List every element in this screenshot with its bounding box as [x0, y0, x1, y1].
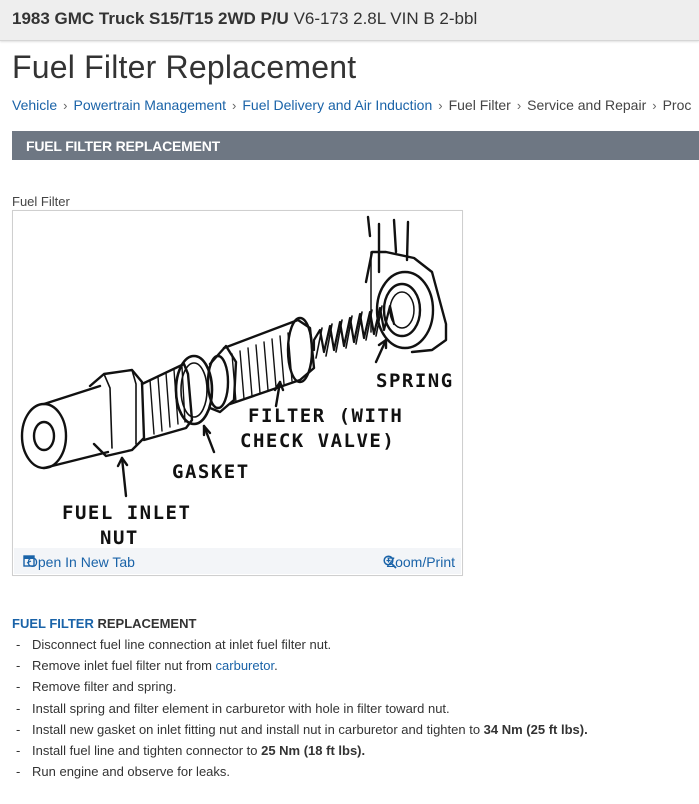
chevron-right-icon: › — [652, 98, 657, 113]
instructions-heading-text: REPLACEMENT — [93, 616, 197, 631]
label-nut-line2: NUT — [100, 527, 139, 548]
label-nut-line1: FUEL INLET — [62, 502, 191, 524]
instruction-step: -Disconnect fuel line connection at inle… — [12, 637, 588, 658]
section-header: FUEL FILTER REPLACEMENT — [12, 131, 699, 160]
instruction-steps: -Disconnect fuel line connection at inle… — [12, 637, 588, 785]
step-bullet: - — [16, 742, 21, 758]
torque-spec: 25 Nm (18 ft lbs). — [261, 742, 366, 758]
label-spring: SPRING — [376, 370, 454, 392]
label-filter-line2: CHECK VALVE) — [240, 430, 395, 452]
open-in-new-tab-link[interactable]: Open In New Tab — [22, 554, 135, 570]
vehicle-header-bar: 1983 GMC Truck S15/T15 2WD P/U V6-173 2.… — [0, 0, 699, 41]
vehicle-model: 1983 GMC Truck S15/T15 2WD P/U — [12, 9, 289, 28]
label-filter-line1: FILTER (WITH — [248, 405, 403, 427]
chevron-right-icon: › — [63, 98, 68, 113]
step-text-end: . — [274, 658, 278, 674]
figure-toolbar: Open In New Tab Zoom/Print — [14, 548, 461, 574]
step-bullet: - — [16, 637, 21, 652]
breadcrumb-item: Service and Repair — [527, 97, 647, 113]
figure-caption: Fuel Filter — [12, 194, 70, 209]
step-text: Remove filter and spring. — [32, 679, 177, 695]
instruction-step: -Install spring and filter element in ca… — [12, 701, 588, 722]
instructions-heading: FUEL FILTER REPLACEMENT — [12, 616, 196, 631]
breadcrumb-item[interactable]: Powertrain Management — [73, 97, 227, 113]
torque-spec: 34 Nm (25 ft lbs). — [483, 721, 588, 737]
vehicle-title: 1983 GMC Truck S15/T15 2WD P/U V6-173 2.… — [12, 9, 477, 29]
chevron-right-icon: › — [516, 98, 522, 113]
instruction-step: -Remove inlet fuel filter nut from carbu… — [12, 658, 588, 679]
chevron-right-icon: › — [438, 98, 443, 113]
step-bullet: - — [16, 721, 21, 737]
instruction-step: -Install fuel line and tighten connector… — [12, 743, 588, 764]
zoom-print-link[interactable]: Zoom/Print — [382, 554, 455, 570]
fuel-filter-diagram: SPRING FILTER (WITH CHECK VALVE) GASKET … — [20, 215, 454, 548]
step-text: Install spring and filter element in car… — [32, 700, 450, 716]
step-text: Run engine and observe for leaks. — [32, 764, 231, 780]
breadcrumb-item[interactable]: Vehicle — [12, 97, 58, 113]
instruction-step: -Run engine and observe for leaks. — [12, 764, 588, 785]
step-bullet: - — [16, 700, 21, 716]
instructions-heading-link[interactable]: FUEL FILTER — [12, 616, 94, 631]
instruction-step: -Remove filter and spring. — [12, 679, 588, 700]
label-gasket: GASKET — [172, 461, 250, 483]
chevron-right-icon: › — [232, 98, 237, 113]
breadcrumb-item: Proc — [662, 97, 692, 113]
breadcrumb-item[interactable]: Fuel Delivery and Air Induction — [242, 97, 433, 113]
section-title: FUEL FILTER REPLACEMENT — [26, 138, 220, 154]
page-title: Fuel Filter Replacement — [12, 49, 357, 85]
figure-panel: SPRING FILTER (WITH CHECK VALVE) GASKET … — [12, 210, 463, 576]
step-bullet: - — [16, 658, 21, 674]
step-bullet: - — [16, 764, 21, 780]
instruction-step: -Install new gasket on inlet fitting nut… — [12, 722, 588, 743]
step-text: Install fuel line and tighten connector … — [32, 742, 262, 758]
zoom-print-label: Zoom/Print — [386, 554, 455, 570]
step-text: Disconnect fuel line connection at inlet… — [32, 637, 332, 652]
step-text: Remove inlet fuel filter nut from — [32, 658, 216, 674]
step-text: Install new gasket on inlet fitting nut … — [32, 721, 484, 737]
step-link[interactable]: carburetor — [215, 658, 275, 674]
vehicle-engine: V6-173 2.8L VIN B 2-bbl — [293, 9, 478, 28]
breadcrumb: Vehicle › Powertrain Management › Fuel Deliv… — [12, 97, 691, 113]
open-in-new-tab-label: Open In New Tab — [27, 554, 135, 570]
breadcrumb-item: Fuel Filter — [448, 97, 511, 113]
step-bullet: - — [16, 679, 21, 695]
